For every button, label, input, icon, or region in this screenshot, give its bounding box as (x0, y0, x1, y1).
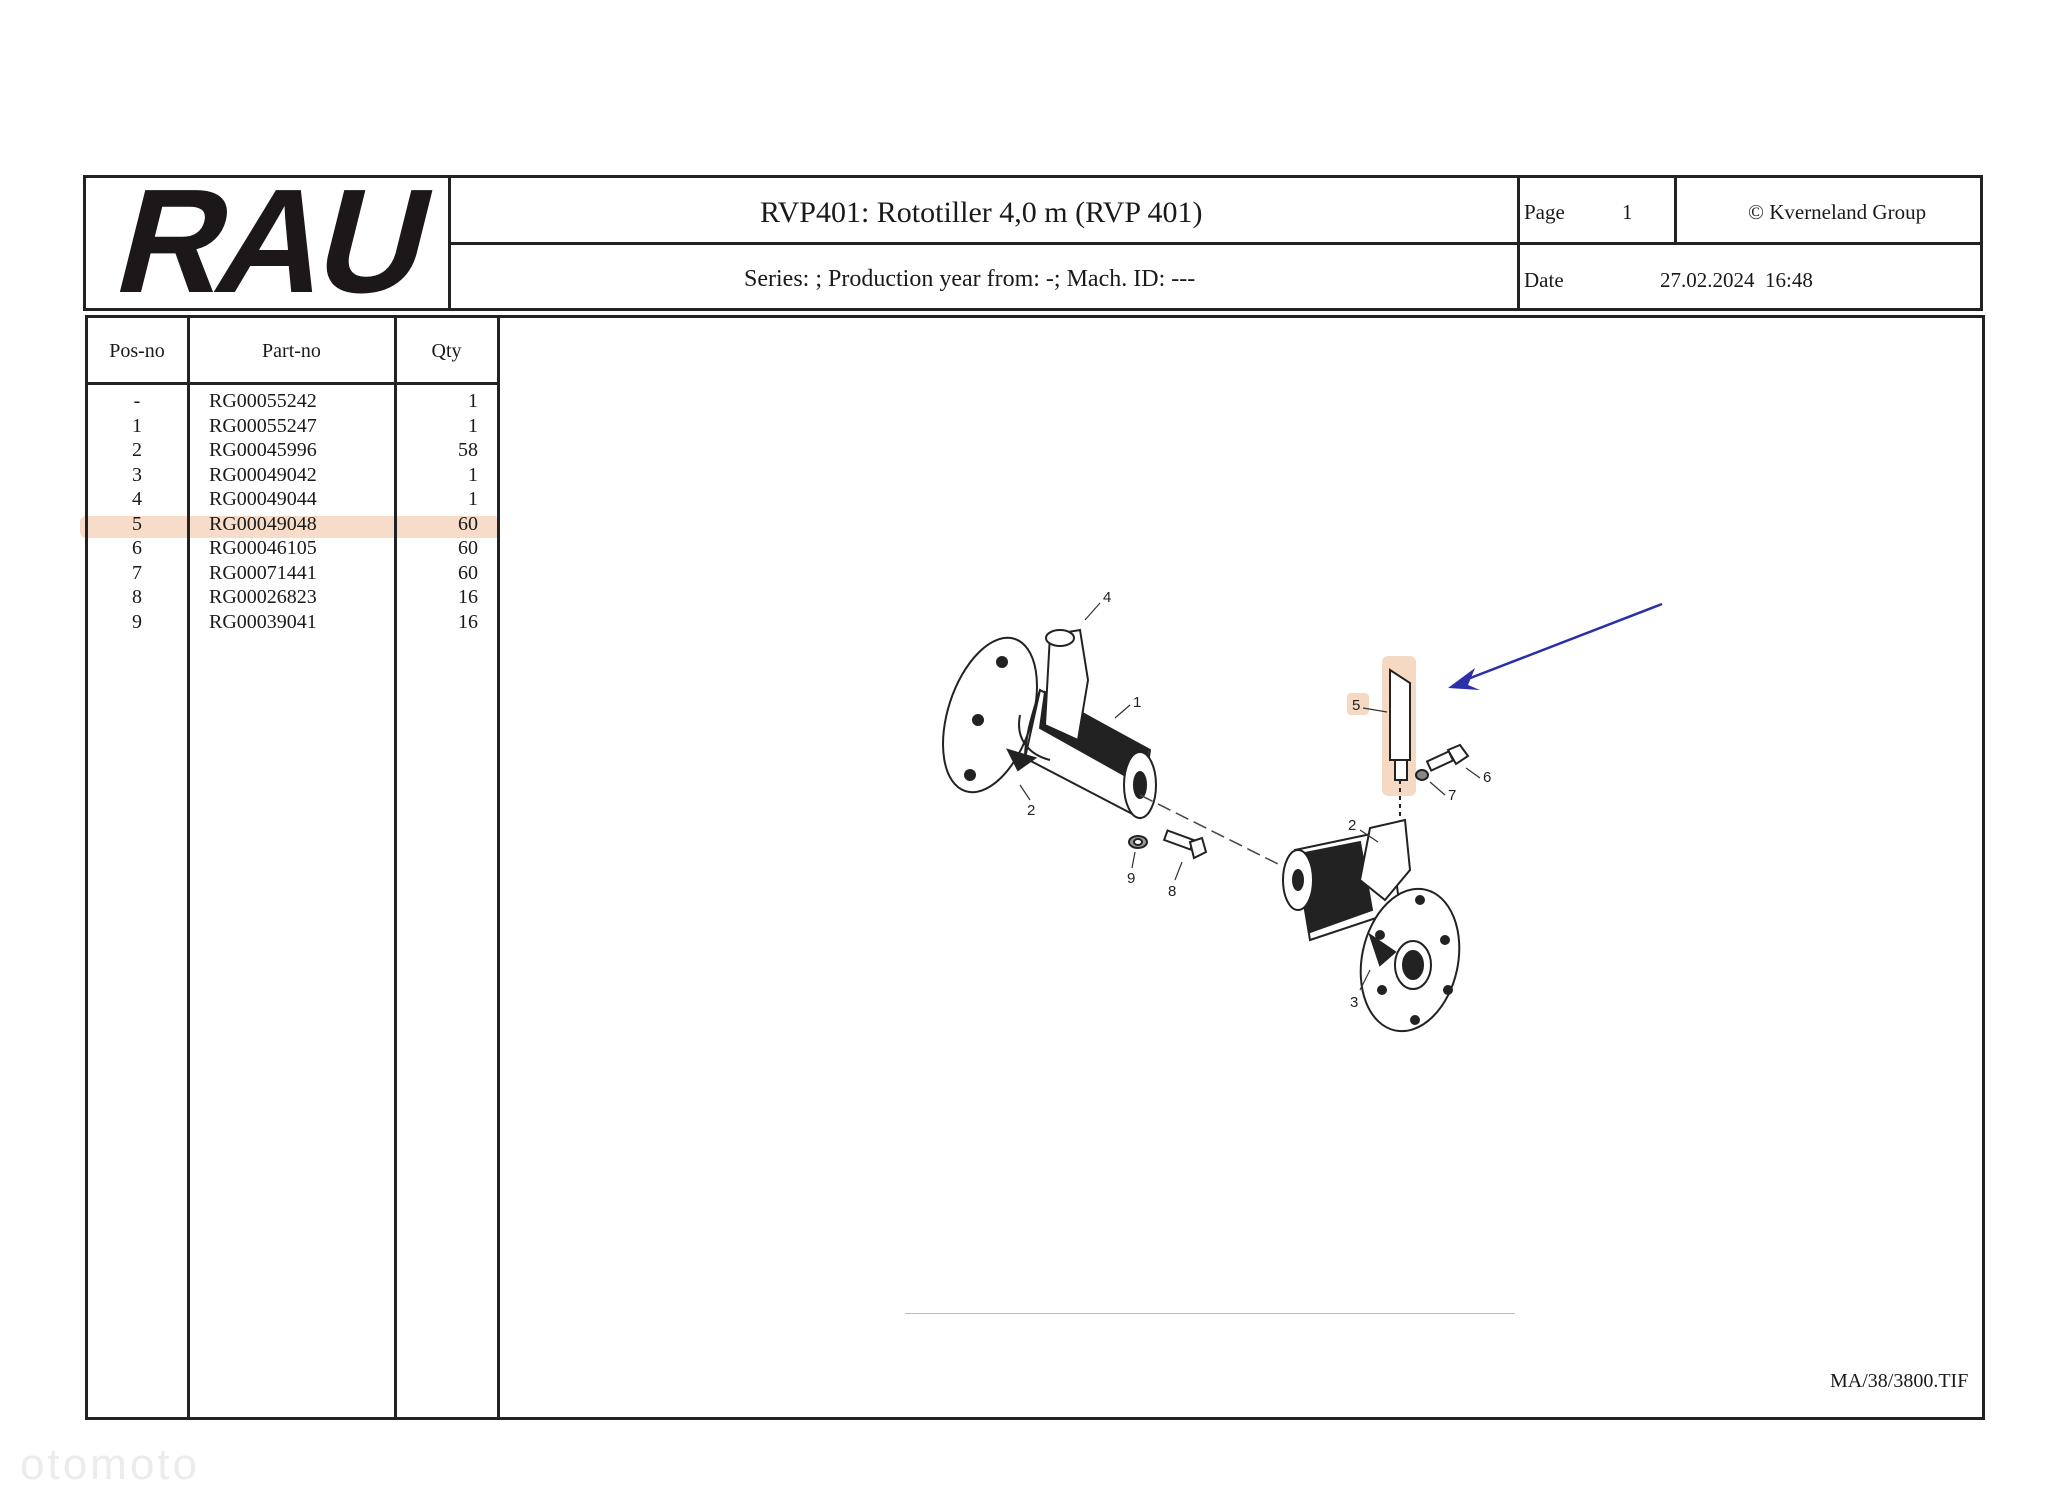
table-row[interactable]: 9 RG00039041 16 (88, 611, 498, 636)
callout-5-highlight (1347, 693, 1369, 715)
callout-7: 7 (1448, 787, 1456, 804)
quantity: 16 (458, 610, 478, 633)
logo-text: RAU (102, 180, 443, 306)
pos-no: 1 (132, 414, 142, 437)
quantity: 60 (458, 512, 478, 535)
left-flange-assembly (942, 628, 1157, 820)
callout-4: 4 (1103, 589, 1111, 606)
body-frame (85, 315, 1985, 1420)
file-reference: MA/38/3800.TIF (1830, 1370, 1969, 1392)
exploded-parts-diagram: 4 1 2 9 8 5 6 7 2 3 (942, 589, 1663, 1033)
quantity: 1 (468, 463, 478, 486)
pos-no: 8 (132, 586, 142, 608)
table-row[interactable]: - RG00055242 1 (88, 390, 498, 415)
rau-logo: RAU (102, 180, 443, 306)
callout-5: 5 (1352, 697, 1360, 714)
page-label: Page (1524, 200, 1565, 224)
callout-9: 9 (1127, 870, 1135, 887)
table-row[interactable]: 8 RG00026823 16 (88, 586, 498, 611)
column-header-part: Part-no (262, 340, 321, 362)
callout-8: 8 (1168, 883, 1176, 900)
pos-no: 5 (132, 512, 142, 535)
table-row-highlighted[interactable]: 5 RG00049048 60 (80, 512, 500, 537)
part-no: RG00049042 (209, 463, 317, 486)
callout-6: 6 (1483, 769, 1491, 786)
quantity: 1 (468, 488, 478, 510)
callout-2-left: 2 (1027, 802, 1035, 819)
callout-leaders (1019, 602, 1481, 991)
tine-part (1389, 668, 1411, 820)
table-header-line (85, 382, 500, 385)
pos-no: 9 (132, 610, 142, 633)
pos-no: - (133, 390, 141, 412)
tine-bolt (1415, 743, 1470, 781)
quantity: 1 (468, 390, 478, 412)
part-no: RG00055242 (209, 390, 317, 412)
header-divider-copyright (1674, 175, 1677, 243)
bolt-and-washer (1128, 829, 1208, 860)
right-flange-assembly (1282, 818, 1461, 1033)
part-no: RG00055247 (209, 414, 317, 437)
table-divider-part (394, 315, 397, 1420)
quantity: 58 (458, 439, 478, 461)
quantity: 60 (458, 561, 478, 584)
date-label: Date (1524, 268, 1564, 292)
pos-no: 4 (132, 488, 142, 510)
scan-rule-line (905, 1313, 1515, 1314)
pos-no: 7 (132, 561, 142, 584)
callout-2-right: 2 (1348, 817, 1356, 834)
pos-no: 6 (132, 537, 142, 559)
header-midline (448, 242, 1983, 245)
quantity: 1 (468, 414, 478, 437)
table-row[interactable]: 2 RG00045996 58 (88, 439, 498, 464)
column-header-qty: Qty (431, 340, 462, 362)
pointer-arrow (1448, 602, 1663, 690)
table-row[interactable]: 3 RG00049042 1 (88, 464, 498, 489)
part-no: RG00049048 (209, 512, 317, 535)
shaft-axis-line (1139, 794, 1281, 866)
date-value: 27.02.2024 16:48 (1660, 268, 1813, 292)
part-no: RG00049044 (209, 488, 317, 510)
table-row[interactable]: 4 RG00049044 1 (88, 488, 498, 513)
copyright-notice: © Kverneland Group (1748, 200, 1927, 224)
quantity: 16 (458, 586, 478, 608)
part-no: RG00071441 (209, 561, 317, 584)
table-row[interactable]: 6 RG00046105 60 (88, 537, 498, 562)
part-no: RG00026823 (209, 586, 317, 608)
part-no: RG00039041 (209, 610, 317, 633)
pos-no: 2 (132, 439, 142, 461)
watermark: otomoto (20, 1440, 200, 1489)
table-divider-pos (187, 315, 190, 1420)
part-no: RG00046105 (209, 537, 317, 559)
page-number: 1 (1622, 200, 1633, 224)
table-row[interactable]: 1 RG00055247 1 (88, 415, 498, 440)
series-info: Series: ; Production year from: -; Mach.… (744, 266, 1196, 292)
callout-3: 3 (1350, 994, 1358, 1011)
table-row[interactable]: 7 RG00071441 60 (88, 562, 498, 587)
part-no: RG00045996 (209, 439, 317, 461)
document-title: RVP401: Rototiller 4,0 m (RVP 401) (760, 196, 1203, 229)
column-header-pos: Pos-no (109, 340, 165, 362)
quantity: 60 (458, 537, 478, 559)
pos-no: 3 (132, 463, 142, 486)
callout-1: 1 (1133, 694, 1141, 711)
table-divider-qty (497, 315, 500, 1420)
